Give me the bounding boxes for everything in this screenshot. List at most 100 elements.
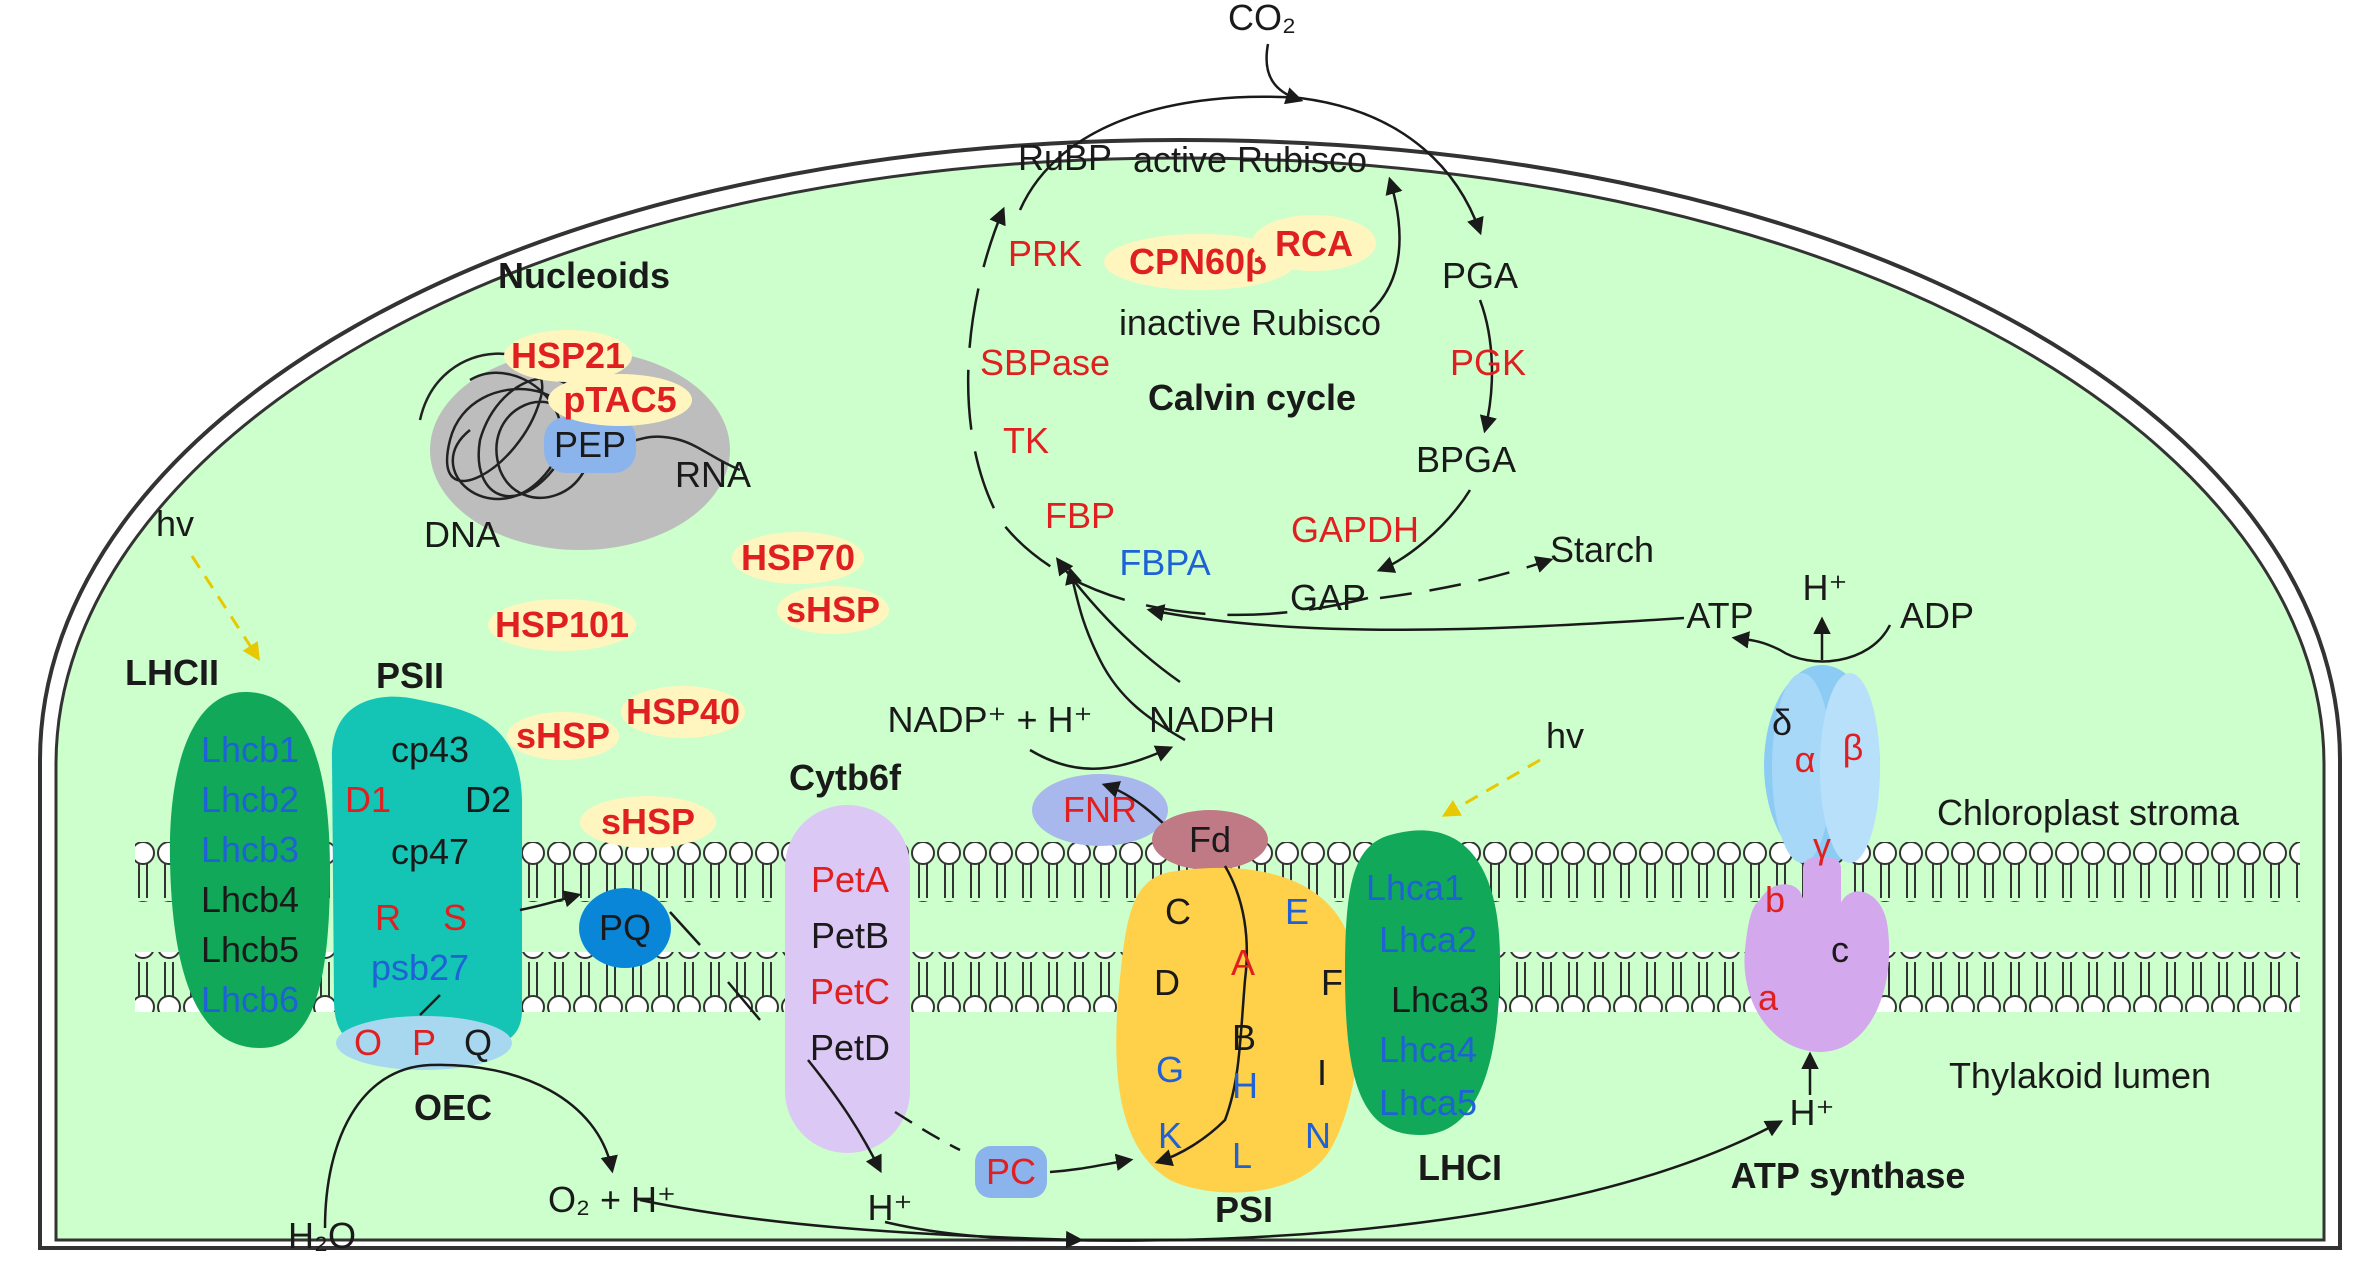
- nucleoids-label: Nucleoids: [498, 255, 670, 296]
- gamma-label: γ: [1813, 825, 1831, 866]
- psi-k-label: K: [1158, 1115, 1182, 1156]
- lhca4-label: Lhca4: [1379, 1029, 1477, 1070]
- lhci-label: LHCI: [1418, 1147, 1502, 1188]
- pq-label: PQ: [599, 907, 651, 948]
- pc-label: PC: [986, 1151, 1036, 1192]
- delta-label: δ: [1772, 702, 1792, 743]
- h2o-label: H₂O: [288, 1215, 356, 1256]
- lhcb4-label: Lhcb4: [201, 879, 299, 920]
- fbpa-label: FBPA: [1119, 542, 1210, 583]
- petb-label: PetB: [811, 915, 889, 956]
- lhca5-label: Lhca5: [1379, 1082, 1477, 1123]
- nadph-label: NADPH: [1149, 699, 1275, 740]
- oec-label: OEC: [414, 1087, 492, 1128]
- psi-l-label: L: [1232, 1135, 1252, 1176]
- pc-carrier: PC: [975, 1146, 1134, 1198]
- fnr-fd: FNR Fd: [1032, 774, 1268, 870]
- lhcii-complex: LHCII Lhcb1 Lhcb2 Lhcb3 Lhcb4 Lhcb5 Lhcb…: [125, 652, 330, 1048]
- b-subunit-label: b: [1765, 879, 1785, 920]
- psi-b-label: B: [1232, 1017, 1256, 1058]
- d2-label: D2: [465, 779, 511, 820]
- psi-h-label: H: [1232, 1065, 1258, 1106]
- lhcb5-label: Lhcb5: [201, 929, 299, 970]
- a-subunit-label: a: [1758, 977, 1779, 1018]
- peta-label: PetA: [811, 859, 889, 900]
- psi-i-label: I: [1317, 1052, 1327, 1093]
- chloroplast-stroma-label: Chloroplast stroma: [1937, 792, 2240, 833]
- lhcb3-label: Lhcb3: [201, 829, 299, 870]
- hsp101-label: HSP101: [495, 604, 629, 645]
- dna-label: DNA: [424, 514, 500, 555]
- tk-label: TK: [1003, 420, 1049, 461]
- cytb6f-label: Cytb6f: [789, 757, 902, 798]
- psi-g-label: G: [1156, 1049, 1184, 1090]
- lhcb6-label: Lhcb6: [201, 979, 299, 1020]
- psi-e-label: E: [1285, 891, 1309, 932]
- shsp-label-2: sHSP: [516, 715, 610, 756]
- light-arrows: hv hv: [156, 503, 1584, 817]
- lumen-proton-arrows: [639, 1120, 1784, 1249]
- bpga-label: BPGA: [1416, 439, 1516, 480]
- beta-label: β: [1843, 727, 1864, 768]
- oec-q-label: Q: [464, 1022, 492, 1063]
- psi-label: PSI: [1215, 1189, 1273, 1230]
- hsp40-label: HSP40: [626, 691, 740, 732]
- gapdh-label: GAPDH: [1291, 509, 1419, 550]
- o2-h-label: O₂ + H⁺: [548, 1179, 676, 1220]
- psii-complex: PSII cp43 D1 D2 cp47 R S psb27: [331, 655, 582, 1048]
- cp43-label: cp43: [391, 729, 469, 770]
- atp-synthase-complex: ATP ADP H⁺ δ α β γ b a c H⁺ ATP synthase: [1686, 567, 1974, 1196]
- nadp-label: NADP⁺ + H⁺: [887, 699, 1092, 740]
- alpha-label: α: [1795, 739, 1816, 780]
- rna-label: RNA: [675, 454, 751, 495]
- ribp-label: RuBP: [1018, 137, 1112, 178]
- pq-carrier: PQ: [579, 888, 761, 1021]
- rca-label: RCA: [1275, 223, 1353, 264]
- h-plus-lumen-label: H⁺: [868, 1187, 913, 1228]
- fd-label: Fd: [1189, 819, 1231, 860]
- petc-label: PetC: [810, 971, 890, 1012]
- lhca2-label: Lhca2: [1379, 919, 1477, 960]
- atp-label: ATP: [1686, 595, 1753, 636]
- psi-complex: C E A D F B G H I K L N PSI: [1116, 865, 1360, 1230]
- petd-label: PetD: [810, 1027, 890, 1068]
- pep-label: PEP: [554, 424, 626, 465]
- hsp70-label: HSP70: [741, 537, 855, 578]
- sbpase-label: SBPase: [980, 342, 1110, 383]
- hsp-group: HSP21 pTAC5 HSP70 sHSP HSP101 sHSP HSP40…: [488, 330, 889, 848]
- hv-label-left: hv: [156, 503, 194, 544]
- oec-p-label: P: [412, 1022, 436, 1063]
- ptac5-label: pTAC5: [563, 379, 676, 420]
- cytb6f-complex: Cytb6f PetA PetB PetC PetD H⁺: [785, 757, 961, 1228]
- cp47-label: cp47: [391, 831, 469, 872]
- atp-synthase-label: ATP synthase: [1731, 1155, 1966, 1196]
- oec-o-label: O: [354, 1022, 382, 1063]
- psb27-label: psb27: [371, 947, 469, 988]
- inactive-rubisco-label: inactive Rubisco: [1119, 302, 1381, 343]
- lhcb1-label: Lhcb1: [201, 729, 299, 770]
- shsp-label-1: sHSP: [786, 589, 880, 630]
- oec-complex: O P Q OEC H₂O O₂ + H⁺: [288, 1016, 676, 1256]
- co2-label: CO₂: [1228, 0, 1296, 38]
- hv-label-right: hv: [1546, 715, 1584, 756]
- prk-label: PRK: [1008, 233, 1082, 274]
- fnr-label: FNR: [1063, 789, 1137, 830]
- psi-n-label: N: [1305, 1115, 1331, 1156]
- lhcii-label: LHCII: [125, 652, 219, 693]
- psi-a-label: A: [1231, 942, 1255, 983]
- nadph-reaction: NADP⁺ + H⁺ NADPH: [887, 566, 1275, 770]
- r-label: R: [375, 897, 401, 938]
- calvin-cycle: CO₂ RuBP active Rubisco inactive Rubisco…: [966, 0, 1685, 684]
- cpn60b-label: CPN60β: [1129, 241, 1267, 282]
- starch-label: Starch: [1550, 529, 1654, 570]
- pga-label: PGA: [1442, 255, 1518, 296]
- h-plus-lumen-right-label: H⁺: [1790, 1092, 1835, 1133]
- pep-box: [544, 417, 636, 473]
- lhcb2-label: Lhcb2: [201, 779, 299, 820]
- shsp-label-3: sHSP: [601, 801, 695, 842]
- fbp-label: FBP: [1045, 495, 1115, 536]
- hsp21-label: HSP21: [511, 335, 625, 376]
- adp-label: ADP: [1900, 595, 1974, 636]
- h-plus-stroma-label: H⁺: [1803, 567, 1848, 608]
